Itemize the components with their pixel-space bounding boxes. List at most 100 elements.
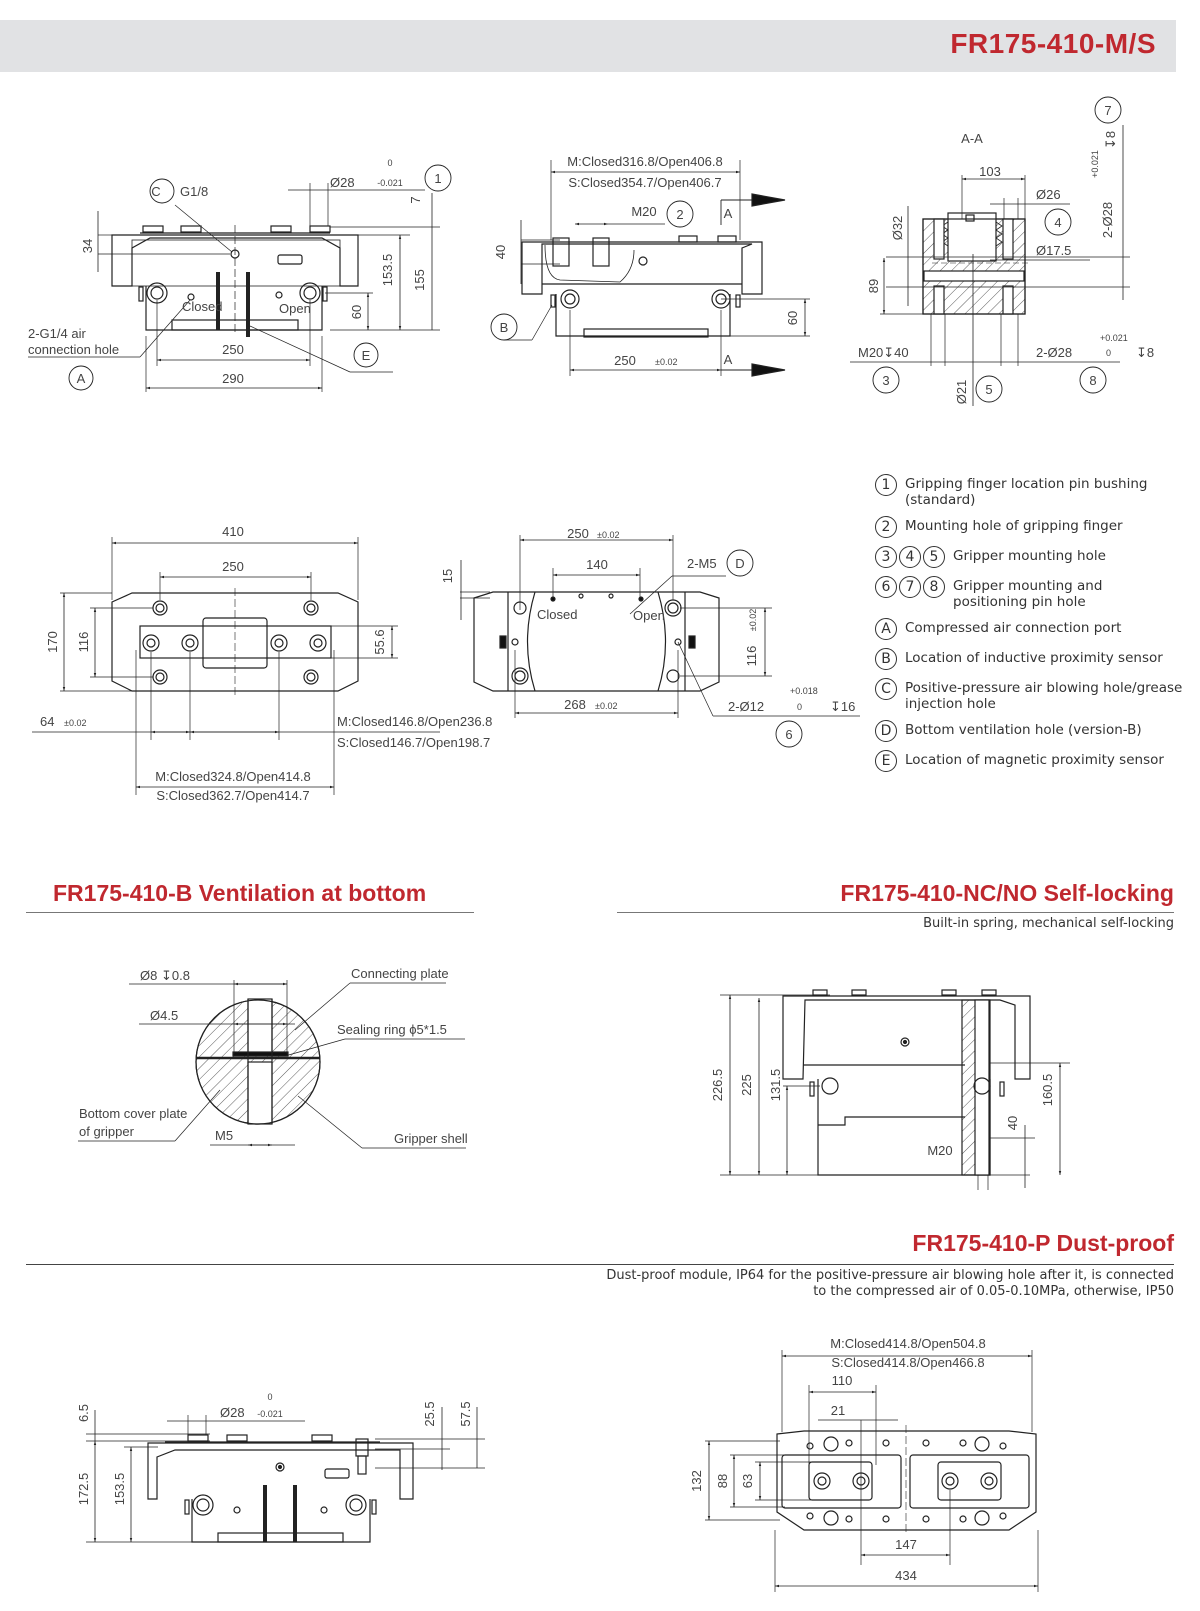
section-p-desc-2: to the compressed air of 0.05-0.10MPa, o… bbox=[813, 1284, 1174, 1299]
dim-34: 34 bbox=[80, 239, 95, 253]
callout-c: C bbox=[151, 184, 160, 199]
section-p-divider bbox=[26, 1264, 1174, 1265]
legend-key-icon: 5 bbox=[923, 546, 945, 568]
p-dim-25-5: 25.5 bbox=[422, 1401, 437, 1426]
legend-text: Location of inductive proximity sensor bbox=[905, 650, 1163, 666]
ventilation-detail-drawing bbox=[78, 980, 466, 1149]
dia4-5-label: Ø4.5 bbox=[150, 1008, 178, 1023]
legend-key-icon: 4 bbox=[899, 546, 921, 568]
legend-key-icon: 7 bbox=[899, 576, 921, 598]
top-dim-410: 410 bbox=[222, 524, 244, 539]
dim-250: 250 bbox=[222, 342, 244, 357]
p-m-label: M:Closed414.8/Open504.8 bbox=[830, 1336, 985, 1351]
side-tol: ±0.02 bbox=[655, 357, 677, 367]
legend-item: 6 7 8 Gripper mounting and positioning p… bbox=[875, 576, 1195, 610]
bottom-dim-15: 15 bbox=[440, 569, 455, 583]
title-bar: FR175-410-M/S bbox=[0, 20, 1176, 72]
dia26-label: Ø26 bbox=[1036, 187, 1061, 202]
section-nc-divider bbox=[617, 912, 1174, 913]
m5-detail-label: M5 bbox=[215, 1128, 233, 1143]
callout-7: 7 bbox=[1104, 103, 1111, 118]
top-view-drawing bbox=[32, 537, 440, 795]
legend-key-icon: B bbox=[875, 648, 897, 670]
top-tol: ±0.02 bbox=[64, 718, 86, 728]
connecting-plate-label: Connecting plate bbox=[351, 966, 449, 981]
p-tol-lower: -0.021 bbox=[257, 1409, 283, 1419]
section-aa-title: A-A bbox=[961, 131, 983, 146]
depth8-label-vertical: ↧8 bbox=[1103, 131, 1118, 149]
sealing-ring-label: Sealing ring ϕ5*1.5 bbox=[337, 1022, 447, 1037]
tol-lower: -0.021 bbox=[377, 178, 403, 188]
p-s-label: S:Closed414.8/Open466.8 bbox=[831, 1355, 984, 1370]
open-label: Open bbox=[279, 301, 311, 316]
dim-103: 103 bbox=[979, 164, 1001, 179]
dust-proof-top-drawing bbox=[705, 1350, 1039, 1592]
side-s-label: S:Closed354.7/Open406.7 bbox=[568, 175, 721, 190]
bottom-tol-116: ±0.02 bbox=[748, 609, 758, 631]
section-b-title: FR175-410-B Ventilation at bottom bbox=[53, 880, 427, 906]
self-locking-drawing bbox=[720, 989, 1070, 1190]
pin-tol-upper: +0.021 bbox=[1100, 333, 1128, 343]
legend-item: 2 Mounting hole of gripping finger bbox=[875, 516, 1195, 538]
callout-2: 2 bbox=[676, 207, 683, 222]
callout-6: 6 bbox=[785, 727, 792, 742]
legend: 1 Gripping finger location pin bushing (… bbox=[875, 474, 1195, 780]
pin-tol-lower: 0 bbox=[1106, 348, 1111, 358]
legend-key-icon: A bbox=[875, 618, 897, 640]
bottom-cover-label-2: of gripper bbox=[79, 1124, 135, 1139]
bottom-tol-250: ±0.02 bbox=[597, 530, 619, 540]
p-dim-57-5: 57.5 bbox=[458, 1401, 473, 1426]
top-m-outer: M:Closed324.8/Open414.8 bbox=[155, 769, 310, 784]
pin-label: 2-Ø28 bbox=[1036, 345, 1072, 360]
p-dim-21: 21 bbox=[831, 1403, 845, 1418]
nc-dim-40: 40 bbox=[1005, 1116, 1020, 1130]
bottom-open-label: Open bbox=[633, 608, 665, 623]
top-dim-55-6: 55.6 bbox=[372, 629, 387, 654]
top-m-inner: M:Closed146.8/Open236.8 bbox=[337, 714, 492, 729]
callout-b: B bbox=[500, 320, 509, 335]
p-dim-110: 110 bbox=[832, 1373, 853, 1388]
legend-item: 3 4 5 Gripper mounting hole bbox=[875, 546, 1195, 568]
section-p-desc-1: Dust-proof module, IP64 for the positive… bbox=[606, 1268, 1174, 1283]
section-b-divider bbox=[26, 912, 474, 913]
legend-key-icon: 8 bbox=[923, 576, 945, 598]
g18-label: G1/8 bbox=[180, 184, 208, 199]
dia8-label: Ø8 ↧0.8 bbox=[140, 968, 190, 983]
bottom-dim-268: 268 bbox=[564, 697, 586, 712]
bottom-tol-268: ±0.02 bbox=[595, 701, 617, 711]
legend-key-icon: E bbox=[875, 750, 897, 772]
callout-5: 5 bbox=[985, 382, 992, 397]
section-p-title: FR175-410-P Dust-proof bbox=[912, 1230, 1174, 1256]
nc-dim-131-5: 131.5 bbox=[768, 1069, 783, 1102]
section-nc-subtitle: Built-in spring, mechanical self-locking bbox=[923, 916, 1174, 931]
legend-key-icon: 6 bbox=[875, 576, 897, 598]
pin12-tol-lower: 0 bbox=[797, 702, 802, 712]
nc-dim-225: 225 bbox=[739, 1074, 754, 1096]
p-dim-434: 434 bbox=[895, 1568, 917, 1583]
page-title: FR175-410-M/S bbox=[950, 28, 1156, 59]
dim-290: 290 bbox=[222, 371, 244, 386]
closed-label: Closed bbox=[182, 299, 222, 314]
side-m-label: M:Closed316.8/Open406.8 bbox=[567, 154, 722, 169]
legend-text: Gripper mounting and positioning pin hol… bbox=[953, 578, 1103, 610]
bottom-dim-250: 250 bbox=[567, 526, 589, 541]
p-dim-63: 63 bbox=[740, 1474, 755, 1488]
dust-proof-side-drawing bbox=[86, 1407, 485, 1543]
callout-a: A bbox=[77, 371, 86, 386]
legend-text: Bottom ventilation hole (version-B) bbox=[905, 722, 1142, 738]
p-dim-132: 132 bbox=[689, 1470, 704, 1492]
legend-text: Gripping finger location pin bushing (st… bbox=[905, 476, 1148, 508]
section-nc-title: FR175-410-NC/NO Self-locking bbox=[840, 880, 1174, 906]
depth8-label: ↧8 bbox=[1136, 345, 1154, 360]
legend-text: Location of magnetic proximity sensor bbox=[905, 752, 1164, 768]
p-dim-147: 147 bbox=[895, 1537, 917, 1552]
bottom-dim-116: 116 bbox=[744, 646, 759, 667]
p-tol-upper: 0 bbox=[267, 1392, 272, 1402]
gripper-shell-label: Gripper shell bbox=[394, 1131, 468, 1146]
pin12-tol-upper: +0.018 bbox=[790, 686, 818, 696]
legend-text: Positive-pressure air blowing hole/greas… bbox=[905, 680, 1183, 712]
legend-text: Mounting hole of gripping finger bbox=[905, 518, 1123, 534]
nc-dim-160-5: 160.5 bbox=[1040, 1074, 1055, 1107]
legend-text: Compressed air connection port bbox=[905, 620, 1122, 636]
